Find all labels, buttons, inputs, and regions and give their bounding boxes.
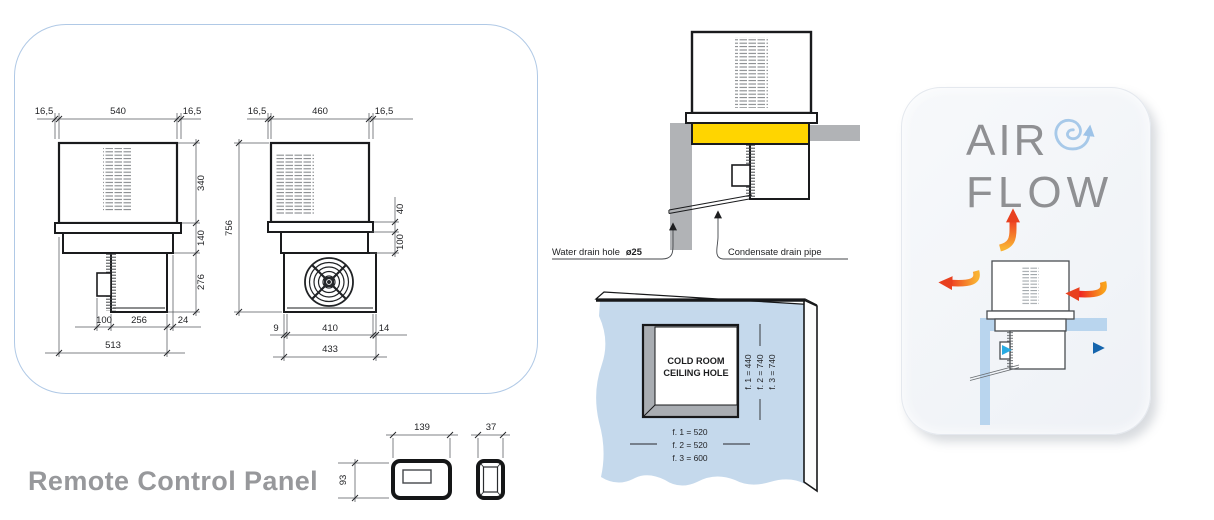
dim-label: 256: [131, 315, 147, 326]
exhaust-left-arrow: [938, 270, 980, 291]
remote-panel-drawing: 139 93 37: [338, 422, 510, 502]
height-dim-3: f. 3 = 740: [767, 354, 777, 389]
front-evaporator-box: [110, 252, 168, 313]
unit-flange: [685, 112, 818, 124]
water-drain-arrow: [661, 222, 677, 260]
condensate-pipe: [668, 194, 753, 211]
side-condenser-fins: [276, 153, 314, 215]
side-flange: [267, 221, 374, 233]
dim-label: 24: [178, 315, 189, 326]
ceiling-seal: [691, 122, 810, 145]
dim-label: 460: [312, 106, 328, 117]
dim-label: 9: [273, 323, 278, 334]
front-condenser-fins: [103, 148, 131, 212]
dim-label: 410: [322, 323, 338, 334]
water-drain-label: Water drain hole ø25: [552, 247, 642, 257]
airflow-title-line1: AIR: [966, 116, 1048, 165]
condensate-pipe: [668, 197, 753, 215]
condensate-arrow: [714, 210, 724, 260]
height-dim-2: f. 2 = 740: [755, 354, 765, 389]
dim-label: 40: [395, 204, 406, 215]
dim-label: 37: [486, 422, 497, 433]
front-flange: [54, 222, 182, 234]
front-mid-section: [62, 232, 174, 254]
dim-label: 540: [110, 106, 126, 117]
unit-dimension-drawings: 16,5 540 16,5 340 140 2: [35, 106, 413, 361]
front-drain-fitting: [96, 272, 112, 297]
dim-label: 16,5: [35, 106, 54, 117]
dim-label: 276: [196, 274, 207, 290]
unit-condenser-fins: [735, 37, 768, 108]
dim-label: 756: [224, 220, 235, 236]
dim-label: 16,5: [183, 106, 202, 117]
width-dim-1: f. 1 = 520: [672, 427, 707, 437]
intake-right-arrow: [1065, 281, 1107, 302]
air-swirl-icon: [1054, 118, 1095, 151]
water-drain-text: Water drain hole: [552, 247, 620, 257]
cold-room-ceiling: [809, 125, 860, 141]
dim-label: 16,5: [375, 106, 394, 117]
ceiling-hole-drawing: COLD ROOM CEILING HOLE f. 1 = 440 f. 2 =…: [594, 291, 818, 493]
dim-label: 513: [105, 340, 121, 351]
panel-side-face: [803, 298, 818, 493]
panel-top-face: [594, 291, 818, 306]
dim-label: 14: [379, 323, 390, 334]
installation-cutaway-drawing: Water drain hole ø25 Condensate drain pip…: [552, 30, 860, 260]
remote-display: [402, 469, 432, 484]
unit-drain-fitting: [731, 164, 751, 187]
dim-label: 100: [395, 234, 406, 250]
dim-label: 140: [196, 230, 207, 246]
hole-inner: [654, 326, 738, 406]
water-drain-diameter: ø25: [626, 247, 642, 257]
side-mid-section: [280, 231, 369, 254]
dimension-drawings-panel: 16,5 540 16,5 340 140 2: [14, 24, 538, 394]
airflow-wall-strip: [980, 318, 990, 425]
dim-label: 100: [96, 315, 112, 326]
condensate-label: Condensate drain pipe: [728, 247, 822, 257]
hole-title-line2: CEILING HOLE: [663, 368, 728, 378]
front-view-drawing: 16,5 540 16,5 340 140 2: [35, 106, 207, 357]
height-dim-1: f. 1 = 440: [743, 354, 753, 389]
airflow-panel: AIR FLOW: [901, 87, 1151, 435]
remote-panel-title: Remote Control Panel: [28, 466, 319, 496]
airflow-unit-drawing: [969, 260, 1075, 381]
dim-label: 433: [322, 344, 338, 355]
dim-label: 93: [338, 475, 349, 486]
exhaust-up-arrow: [998, 208, 1020, 252]
remote-side-inner: [482, 466, 499, 493]
width-dim-2: f. 2 = 520: [672, 440, 707, 450]
dim-label: 340: [196, 175, 207, 191]
dim-label: 16,5: [248, 106, 267, 117]
side-view-drawing: 16,5 460 16,5: [224, 106, 413, 361]
unit-evaporator-box: [749, 143, 810, 200]
width-dim-3: f. 3 = 600: [672, 453, 707, 463]
airflow-title-line2: FLOW: [966, 168, 1113, 217]
hole-bevel-edge: [642, 404, 656, 418]
cold-room-wall: [670, 123, 692, 250]
airflow-diagram: AIR FLOW: [938, 116, 1113, 425]
fan-grille-icon: [304, 257, 354, 307]
hole-title-line1: COLD ROOM: [667, 356, 725, 366]
dim-label: 139: [414, 422, 430, 433]
